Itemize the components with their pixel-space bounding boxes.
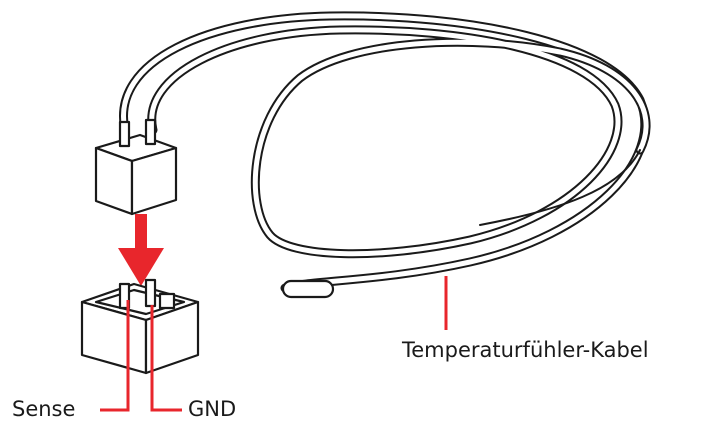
leader-lines [100, 276, 448, 412]
down-arrow-icon [118, 214, 164, 286]
header-socket [80, 278, 200, 375]
sense-leader-line [100, 300, 130, 412]
probe-tip [281, 279, 335, 299]
label-temperature-sensor-cable: Temperaturfühler-Kabel [402, 338, 649, 362]
gnd-leader-line [150, 305, 182, 412]
plug-connector [94, 118, 178, 216]
cable [119, 11, 651, 293]
label-sense: Sense [12, 397, 76, 421]
label-gnd: GND [188, 397, 237, 421]
